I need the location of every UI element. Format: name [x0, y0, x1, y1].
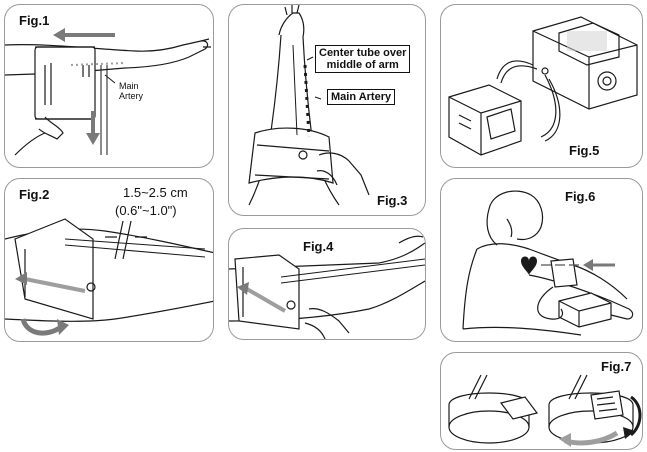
figure-5-label: Fig.5: [569, 143, 600, 158]
figure-2-illustration: [5, 218, 213, 336]
center-tube-callout: Center tube over middle of arm: [315, 45, 411, 73]
dimension-inch: (0.6"~1.0"): [115, 203, 177, 218]
figure-1-panel: Fig.1 Main Artery: [4, 4, 214, 168]
main-artery-label: Main Artery: [119, 81, 144, 101]
dimension-cm: 1.5~2.5 cm: [123, 185, 188, 200]
figure-6-label: Fig.6: [565, 189, 596, 204]
figure-6-illustration: [462, 190, 634, 336]
figure-2-label: Fig.2: [19, 187, 50, 202]
figure-4-illustration: [229, 235, 425, 339]
figure-3-label: Fig.3: [377, 193, 408, 208]
figure-1-illustration: [5, 28, 211, 156]
figure-4-panel: Fig.4: [228, 228, 426, 340]
figure-6-panel: Fig.6: [440, 178, 643, 342]
main-artery-callout: Main Artery: [327, 89, 396, 105]
heart-icon: [521, 256, 537, 275]
figure-5-panel: Fig.5: [440, 4, 643, 168]
figure-7-illustration: [448, 374, 642, 447]
figure-1-label: Fig.1: [19, 13, 50, 28]
rotate-arrow: [629, 395, 642, 437]
figure-5-illustration: [448, 16, 638, 156]
figure-3-illustration: [248, 5, 370, 206]
figure-4-label: Fig.4: [303, 239, 334, 254]
figure-2-panel: Fig.2 1.5~2.5 cm (0.6"~1.0"): [4, 178, 214, 342]
wrap-arrow: [20, 318, 63, 336]
figure-7-label: Fig.7: [601, 359, 632, 374]
figure-7-panel: Fig.7: [440, 352, 643, 450]
figure-3-panel: Center tube over middle of arm Main Arte…: [228, 4, 426, 216]
